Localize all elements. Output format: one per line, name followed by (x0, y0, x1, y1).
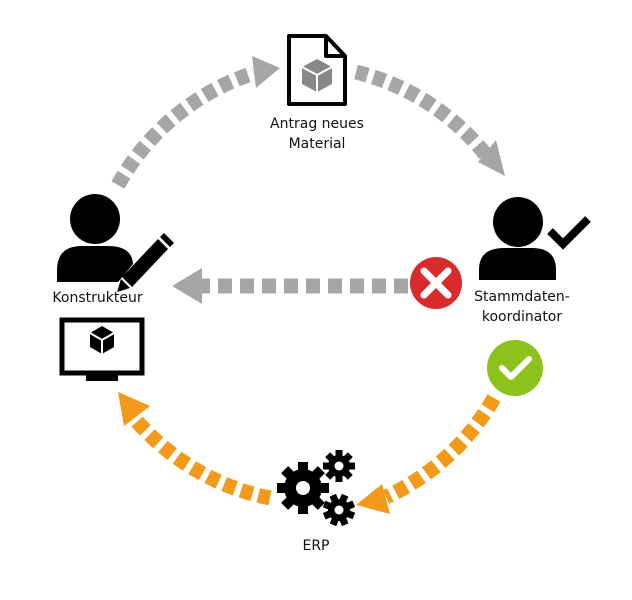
coordinator-label-line2: koordinator (481, 309, 563, 325)
designer-label: Konstrukteur (40, 288, 155, 308)
arrow-erp-to-designer (118, 392, 272, 506)
arrow-request-to-coordinator (354, 64, 505, 176)
arrow-designer-to-request (111, 56, 280, 189)
reject-icon (410, 257, 462, 309)
user-check-icon (479, 197, 591, 280)
erp-label-text: ERP (302, 538, 330, 554)
user-pencil-icon (57, 194, 174, 292)
gears-icon (277, 450, 356, 527)
coordinator-label: Stammdaten- koordinator (462, 287, 582, 327)
arrow-coordinator-to-erp (356, 394, 501, 514)
request-label-line2: Material (288, 136, 346, 152)
approve-icon (487, 340, 543, 396)
erp-label: ERP (286, 536, 346, 556)
document-cube-icon (287, 34, 347, 106)
designer-label-text: Konstrukteur (52, 290, 143, 306)
request-label: Antrag neues Material (257, 114, 377, 154)
coordinator-label-line1: Stammdaten- (474, 289, 570, 305)
monitor-cube-icon (59, 317, 145, 381)
arrow-coordinator-to-designer (172, 268, 408, 304)
request-label-line1: Antrag neues (270, 116, 364, 132)
